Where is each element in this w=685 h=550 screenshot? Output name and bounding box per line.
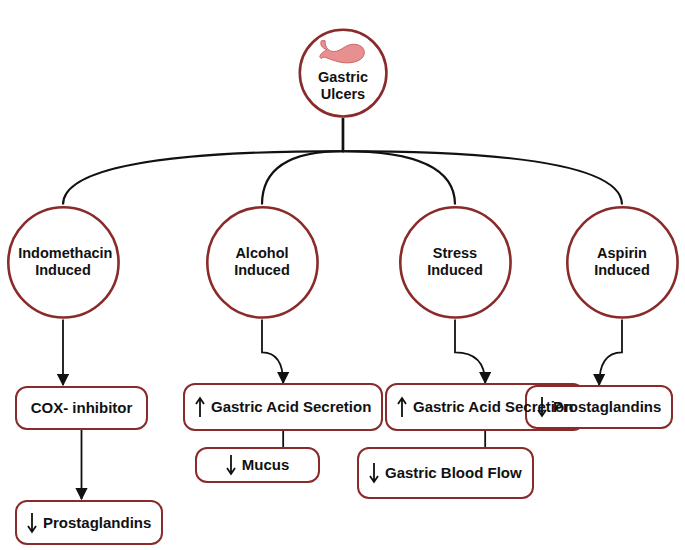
connector [282,431,284,447]
node-label: Alcohol Induced [217,245,307,280]
connector [599,319,622,385]
connector [262,118,343,204]
arrow-stroke [227,455,235,474]
arrow-stroke [538,397,546,416]
connector [343,118,622,204]
connector [484,431,486,447]
effect-box: Prostaglandins [15,500,163,545]
arrow-stroke [370,463,378,482]
connector [62,319,64,385]
category-circle: Aspirin Induced [565,205,680,320]
connector [262,319,283,383]
circle-border [300,30,387,117]
circle-border [207,207,317,317]
effect-box: Gastric Acid Secretion [183,383,383,431]
node-label: Gastric Acid Secretion [211,398,371,416]
node-label: Prostaglandins [553,398,661,416]
arrow-stroke [28,513,36,532]
node-label: Indomethacin Induced [18,245,108,280]
effect-box: Mucus [195,447,320,483]
down-arrow-symbol [537,396,547,418]
circle-border [567,207,677,317]
node-label: Stress Induced [410,245,500,280]
connector [63,118,343,204]
node-label: Gastric Blood Flow [385,464,522,482]
node-label: COX- inhibitor [31,399,133,417]
node-label: Mucus [242,456,290,474]
down-arrow-symbol [27,512,37,534]
up-arrow-symbol [195,396,205,418]
arrow-stroke [398,398,406,417]
arrow-stroke [196,398,204,417]
effect-box: Gastric Blood Flow [357,447,534,499]
category-circle: Alcohol Induced [205,205,320,320]
node-label: Gastric Acid Secretion [413,398,573,416]
connector [455,319,485,383]
stomach-illustration [320,41,365,63]
down-arrow-symbol [226,454,236,476]
up-arrow-symbol [397,396,407,418]
node-label: Gastric Ulcers [308,69,378,104]
connector [343,118,455,204]
connector [81,430,83,499]
category-circle: Gastric Ulcers [298,28,388,118]
category-circle: Stress Induced [398,205,513,320]
circle-border [8,207,118,317]
category-circle: Indomethacin Induced [6,205,121,320]
circle-border [400,207,510,317]
effect-box: COX- inhibitor [15,386,148,430]
node-label: Aspirin Induced [577,245,667,280]
down-arrow-symbol [369,462,379,484]
node-label: Prostaglandins [43,514,151,532]
